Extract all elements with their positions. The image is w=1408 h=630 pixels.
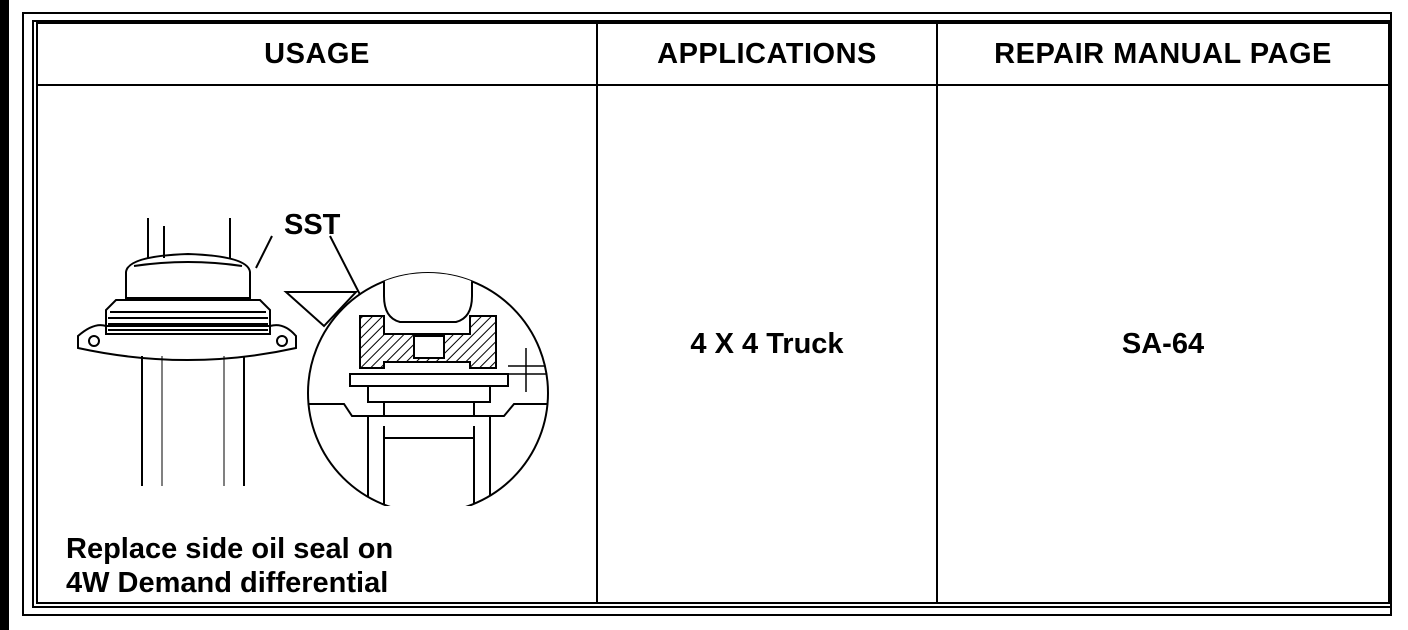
header-usage: USAGE <box>36 22 598 86</box>
usage-cell: SST Replace side oil seal on 4W Demand d… <box>36 84 598 604</box>
repair-manual-page-cell: SA-64 <box>936 84 1390 604</box>
tool-spec-table: USAGE APPLICATIONS REPAIR MANUAL PAGE <box>36 22 1390 604</box>
header-applications: APPLICATIONS <box>596 22 938 86</box>
scan-edge-bar <box>0 0 9 630</box>
usage-description: Replace side oil seal on 4W Demand diffe… <box>66 532 393 600</box>
detail-magnifier <box>307 272 549 506</box>
header-repair-manual-page: REPAIR MANUAL PAGE <box>936 22 1390 86</box>
sst-label: SST <box>284 209 341 241</box>
table-row: SST Replace side oil seal on 4W Demand d… <box>36 84 1390 604</box>
application-cell: 4 X 4 Truck <box>596 84 938 604</box>
usage-line-2: 4W Demand differential <box>66 567 389 599</box>
inner-border <box>32 20 1392 608</box>
header-row: USAGE APPLICATIONS REPAIR MANUAL PAGE <box>36 22 1390 86</box>
oil-seal-tool-illustration: SST <box>77 209 549 506</box>
usage-line-1: Replace side oil seal on <box>66 533 394 565</box>
axle-shaft-drawing <box>77 218 297 486</box>
